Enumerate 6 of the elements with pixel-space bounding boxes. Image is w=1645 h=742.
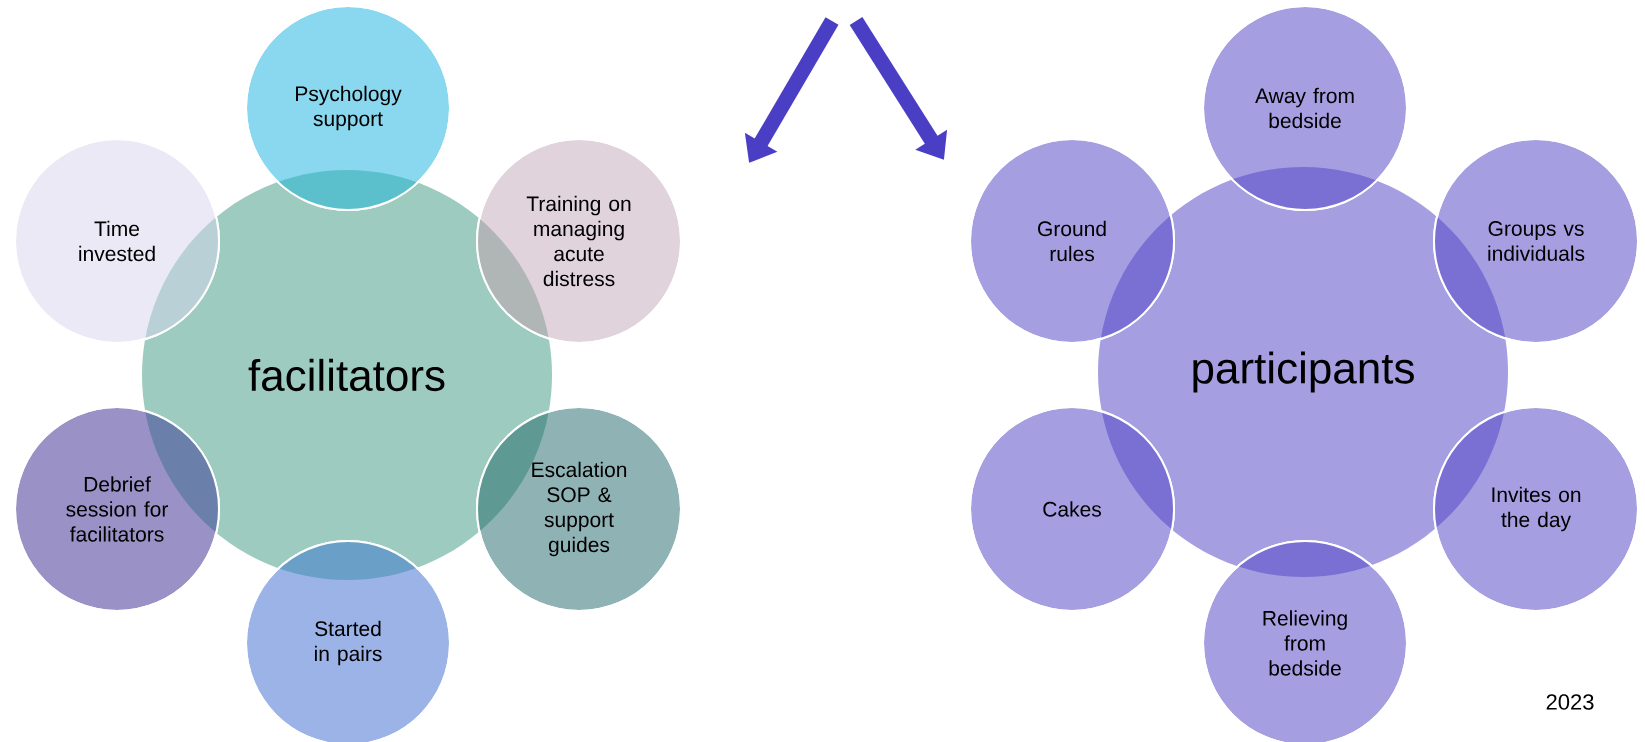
- node-label: Relieving from bedside: [1263, 610, 1347, 676]
- node-label: Psychology support: [296, 85, 402, 131]
- node-label: participants: [1193, 351, 1414, 393]
- node-label: Away from bedside: [1255, 87, 1354, 129]
- node-label: Started in pairs: [314, 620, 382, 666]
- year-label: 2023: [1546, 694, 1594, 710]
